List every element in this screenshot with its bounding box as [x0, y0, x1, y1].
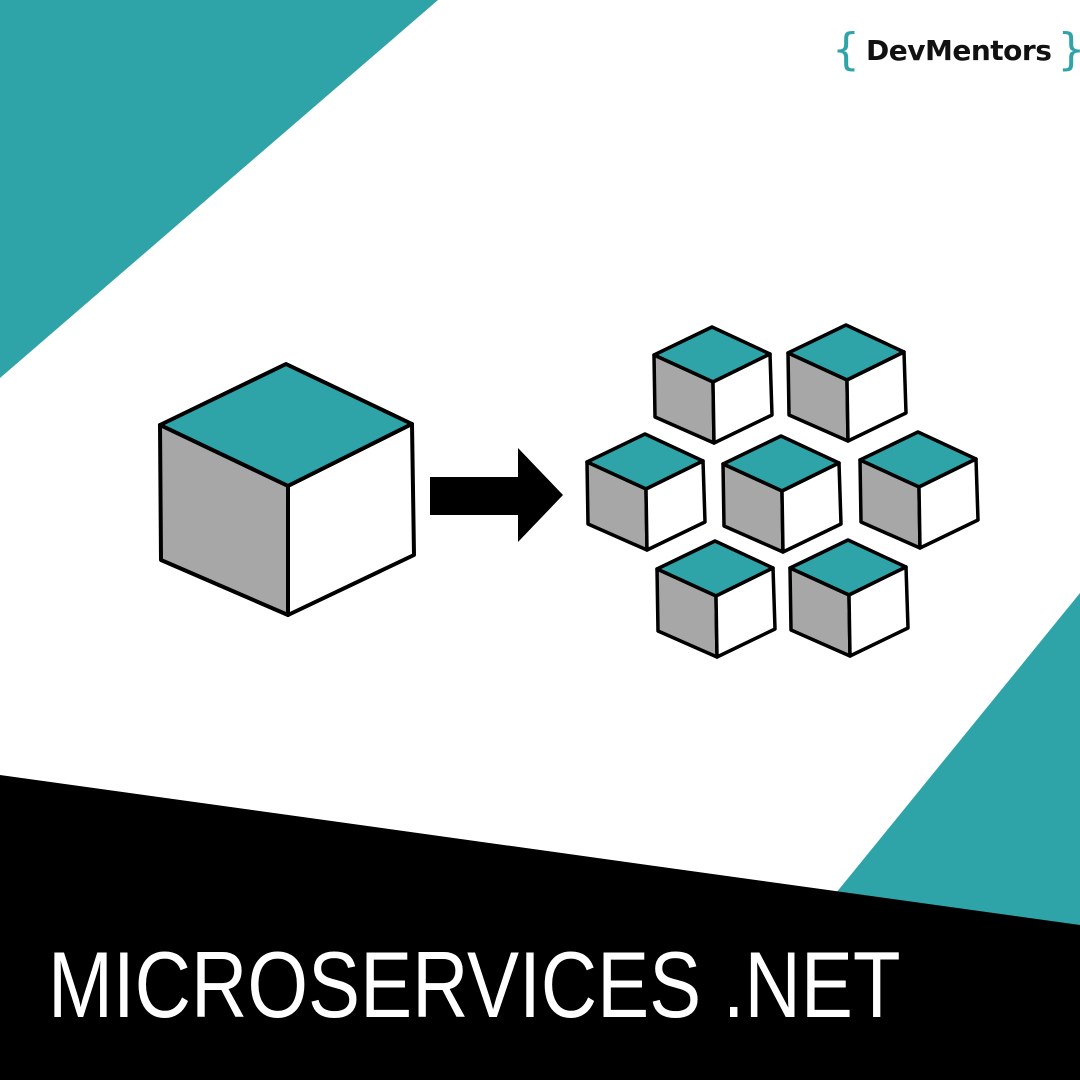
microservice-cube-icon — [858, 430, 980, 550]
logo-close-brace: } — [1057, 26, 1080, 74]
microservice-cube-icon — [721, 434, 843, 554]
microservice-cube-icon — [655, 539, 777, 659]
devmentors-logo: { DevMentors } — [832, 26, 1080, 74]
arrow-right-icon — [430, 448, 563, 542]
microservice-cube-icon — [786, 323, 908, 443]
bottom-black-band — [0, 775, 1080, 1080]
top-left-teal-triangle — [0, 0, 438, 378]
monolith-cube-icon — [158, 362, 416, 617]
bottom-right-teal-triangle — [836, 593, 1080, 930]
microservice-cube-icon — [585, 432, 707, 552]
microservice-cube-icon — [788, 538, 910, 658]
logo-open-brace: { — [832, 24, 860, 75]
page-title: MICROSERVICES .NET — [48, 932, 901, 1037]
microservice-cube-icon — [652, 325, 774, 445]
logo-text: DevMentors — [866, 33, 1052, 67]
